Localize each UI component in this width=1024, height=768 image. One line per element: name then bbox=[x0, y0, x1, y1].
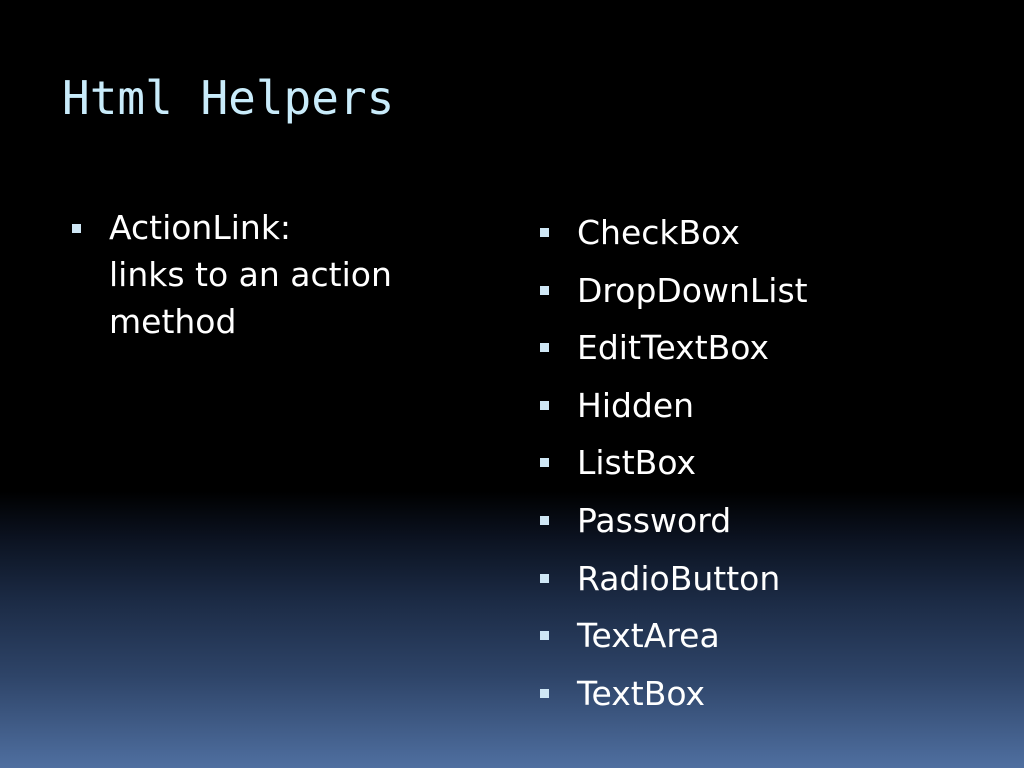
square-bullet-icon bbox=[540, 631, 549, 641]
list-item-checkbox: CheckBox bbox=[540, 204, 980, 262]
square-bullet-icon bbox=[540, 285, 549, 295]
list-item-label: CheckBox bbox=[577, 213, 740, 252]
right-bullet-list: CheckBox DropDownList EditTextBox Hidden… bbox=[540, 204, 980, 722]
list-item-label: DropDownList bbox=[577, 270, 808, 310]
square-bullet-icon bbox=[72, 224, 81, 233]
list-item-dropdownlist: DropDownList bbox=[540, 262, 980, 320]
list-item-text: ActionLink: links to an action method bbox=[109, 204, 392, 345]
slide-title: Html Helpers bbox=[62, 71, 395, 125]
list-item-actionlink: ActionLink: links to an action method bbox=[72, 204, 462, 345]
list-item-textbox: TextBox bbox=[540, 665, 980, 723]
square-bullet-icon bbox=[540, 688, 549, 698]
square-bullet-icon bbox=[540, 458, 549, 468]
list-item-listbox: ListBox bbox=[540, 434, 980, 492]
list-item-label: TextBox bbox=[577, 673, 706, 713]
list-item-line: method bbox=[109, 302, 237, 341]
left-bullet-list: ActionLink: links to an action method bbox=[72, 204, 462, 345]
list-item-label: Password bbox=[577, 500, 732, 540]
list-item-label: RadioButton bbox=[577, 558, 781, 598]
square-bullet-icon bbox=[540, 343, 549, 353]
list-item-line: links to an action bbox=[109, 255, 392, 294]
square-bullet-icon bbox=[540, 573, 549, 583]
square-bullet-icon bbox=[540, 228, 549, 237]
list-item-edittextbox: EditTextBox bbox=[540, 319, 980, 377]
list-item-hidden: Hidden bbox=[540, 377, 980, 435]
list-item-label: Hidden bbox=[577, 385, 695, 425]
square-bullet-icon bbox=[540, 400, 549, 410]
list-item-line: ActionLink: bbox=[109, 208, 292, 247]
list-item-label: EditTextBox bbox=[577, 328, 769, 368]
list-item-textarea: TextArea bbox=[540, 607, 980, 665]
list-item-label: TextArea bbox=[577, 616, 720, 656]
list-item-radiobutton: RadioButton bbox=[540, 550, 980, 608]
square-bullet-icon bbox=[540, 515, 549, 525]
list-item-label: ListBox bbox=[577, 443, 697, 483]
list-item-password: Password bbox=[540, 492, 980, 550]
